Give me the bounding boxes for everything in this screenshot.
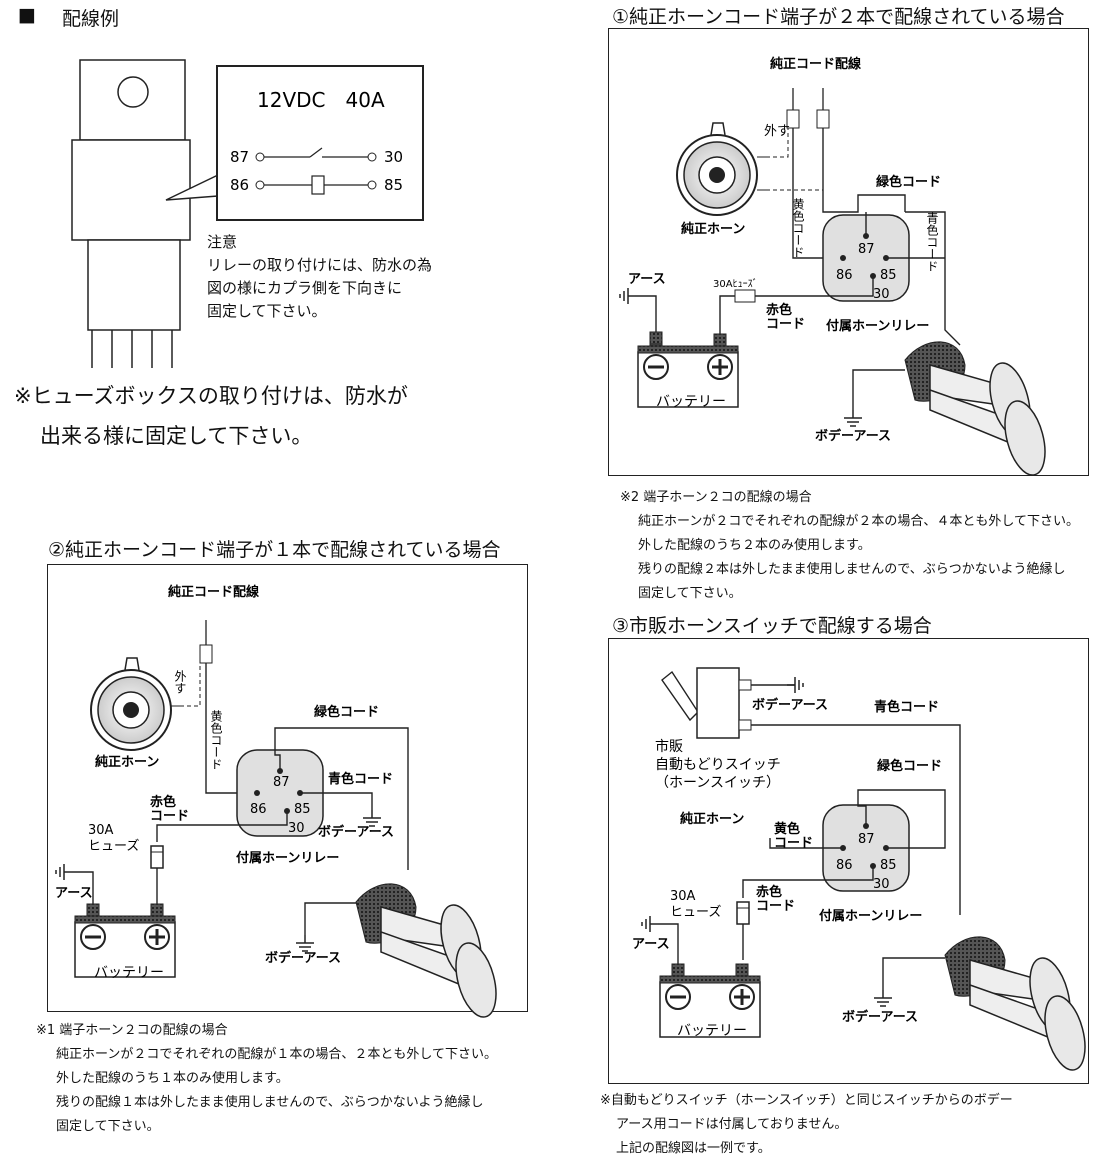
d3-sw3: （ホーンスイッチ） [655, 775, 780, 791]
d2-battery: バッテリー [94, 965, 164, 981]
d3-battery: バッテリー [677, 1023, 747, 1039]
d2-p86: 86 [250, 802, 267, 817]
d3-green: 緑色コード [877, 758, 942, 774]
d1-earth: アース [628, 272, 666, 287]
d2-p87: 87 [273, 775, 290, 790]
d3-fuse2: ヒューズ [670, 904, 721, 920]
d2-fuse2: ヒューズ [88, 838, 139, 854]
note1-line: 残りの配線１本は外したまま使用しませんので、ぶらつかないよう絶縁し [56, 1095, 484, 1110]
d2-p85: 85 [294, 802, 311, 817]
d3-yellow2: コード [774, 836, 813, 851]
d2-oem-horn: 純正ホーン [95, 754, 159, 770]
note2-line: ※2 端子ホーン２コの配線の場合 [620, 490, 812, 505]
d2-factory-wire: 純正コード配線 [168, 584, 260, 600]
diagram3-frame [608, 638, 1089, 1084]
caution-line: リレーの取り付けには、防水の為 [207, 256, 433, 274]
pin-86-label: 86 [230, 176, 249, 194]
diagram1-frame [608, 28, 1089, 476]
d2-earth: アース [55, 886, 93, 901]
d3-earth: アース [632, 937, 670, 952]
caution-line: 図の様にカプラ側を下向きに [207, 279, 403, 297]
diagram1-title: ①純正ホーンコード端子が２本で配線されている場合 [612, 6, 1065, 28]
d3-p85: 85 [880, 858, 897, 873]
d2-relay: 付属ホーンリレー [236, 850, 339, 866]
d1-p86: 86 [836, 268, 853, 283]
note3-line: アース用コードは付属しておりません。 [616, 1117, 848, 1132]
pin-85-label: 85 [384, 176, 403, 194]
d3-sw2: 自動もどりスイッチ [655, 757, 781, 773]
note1-line: 固定して下さい。 [56, 1119, 160, 1134]
d2-blue: 青色コード [328, 771, 393, 787]
note3-line: ※自動もどりスイッチ（ホーンスイッチ）と同じスイッチからのボデー [600, 1093, 1013, 1108]
d2-body-earth: ボデーアース [265, 950, 341, 966]
d1-p85: 85 [880, 268, 897, 283]
d3-p87: 87 [858, 832, 875, 847]
d1-p87: 87 [858, 242, 875, 257]
d1-blue-cord: 青色コード [925, 212, 939, 272]
diagram2-title: ②純正ホーンコード端子が１本で配線されている場合 [48, 539, 501, 561]
caution-heading: 注意 [207, 233, 238, 251]
diagram2-graphics [55, 620, 504, 1023]
fuse-note-line: ※ヒューズボックスの取り付けは、防水が [14, 384, 408, 408]
note2-line: 残りの配線２本は外したまま使用しませんので、ぶらつかないよう絶縁し [638, 562, 1066, 577]
d2-green: 緑色コード [314, 704, 379, 720]
note2-line: 純正ホーンが２コでそれぞれの配線が２本の場合、４本とも外して下さい。 [638, 514, 1079, 529]
pin-30-label: 30 [384, 148, 403, 166]
d1-body-earth: ボデーアース [815, 428, 891, 444]
note1-line: 外した配線のうち１本のみ使用します。 [56, 1071, 289, 1086]
d3-relay: 付属ホーンリレー [819, 908, 922, 924]
d1-oem-horn: 純正ホーン [681, 221, 745, 237]
note1-line: ※1 端子ホーン２コの配線の場合 [36, 1023, 228, 1038]
d3-body-earth-sw: ボデーアース [752, 697, 828, 713]
note3-line: 上記の配線図は一例です。 [616, 1141, 771, 1156]
relay-schematic [255, 147, 377, 195]
d3-p86: 86 [836, 858, 853, 873]
relay-rating: 12VDC 40A [257, 88, 385, 112]
d3-red1: 赤色 [756, 884, 782, 900]
d1-factory-wire: 純正コード配線 [770, 56, 862, 72]
note1-line: 純正ホーンが２コでそれぞれの配線が１本の場合、２本とも外して下さい。 [56, 1047, 497, 1062]
section-title: 配線例 [62, 8, 120, 30]
fuse-note-line: 出来る様に固定して下さい。 [40, 424, 313, 448]
d2-fuse1: 30A [88, 823, 114, 838]
d3-sw1: 市販 [655, 738, 683, 755]
d3-oem-horn: 純正ホーン [680, 811, 744, 827]
note2-line: 固定して下さい。 [638, 586, 742, 601]
d1-remove: 外す [764, 124, 790, 139]
d1-battery: バッテリー [656, 394, 726, 410]
d3-p30: 30 [873, 877, 890, 892]
diagram3-title: ③市販ホーンスイッチで配線する場合 [612, 615, 932, 637]
d2-yellow: 黄色コード [209, 710, 223, 770]
d3-red2: コード [756, 899, 795, 914]
d2-red1: 赤色 [150, 794, 176, 810]
diagram2-frame [47, 564, 528, 1012]
d2-p30: 30 [288, 821, 305, 836]
d3-yellow1: 黄色 [774, 821, 800, 837]
d1-green-cord: 緑色コード [876, 174, 941, 190]
d2-remove: 外す [173, 670, 187, 694]
d3-body-earth: ボデーアース [842, 1009, 918, 1025]
d1-red2: コード [766, 317, 805, 332]
note2-line: 外した配線のうち２本のみ使用します。 [638, 538, 871, 553]
d1-yellow-cord: 黄色コード [791, 198, 805, 258]
d3-blue: 青色コード [874, 699, 939, 715]
d3-fuse1: 30A [670, 889, 696, 904]
d1-p30: 30 [873, 287, 890, 302]
diagram1-graphics [619, 88, 1053, 481]
caution-line: 固定して下さい。 [207, 302, 327, 320]
pin-87-label: 87 [230, 148, 249, 166]
d1-relay: 付属ホーンリレー [826, 318, 929, 334]
d2-body-earth-relay: ボデーアース [318, 824, 394, 840]
diagram3-graphics [641, 667, 1093, 1076]
section-bullet: ■ [18, 4, 36, 26]
d2-red2: コード [150, 809, 189, 824]
d1-red1: 赤色 [766, 302, 792, 318]
d1-fuse: 30Aﾋｭｰｽﾞ [713, 278, 758, 290]
